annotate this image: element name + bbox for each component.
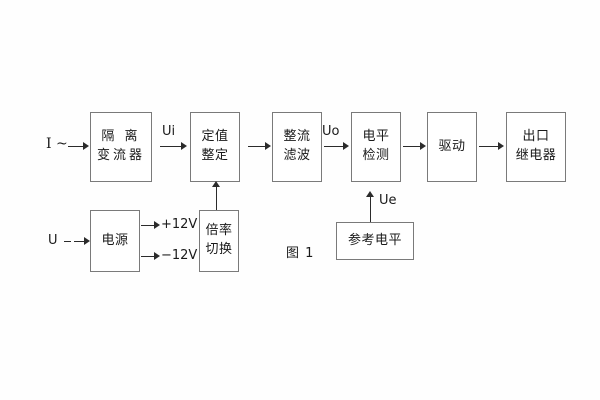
arrowhead-rail-neg12 bbox=[154, 252, 160, 260]
block-reference-level-line1: 参考电平 bbox=[347, 232, 402, 248]
input-label-current: I ~ bbox=[46, 136, 68, 152]
block-level-detect[interactable]: 电平 检测 bbox=[351, 112, 401, 182]
block-multiplier-line2: 切换 bbox=[205, 242, 233, 257]
block-power-supply[interactable]: 电源 bbox=[90, 210, 140, 272]
block-power-supply-line1: 电源 bbox=[101, 232, 129, 248]
block-isolation[interactable]: 隔 离 变流器 bbox=[90, 112, 152, 182]
block-setting[interactable]: 定值 整定 bbox=[190, 112, 240, 182]
connector-setting-to-rectifier bbox=[248, 146, 266, 147]
block-rectifier-line2: 滤波 bbox=[283, 148, 311, 163]
connector-voltage-input bbox=[74, 241, 85, 242]
signal-label-ue: Ue bbox=[379, 193, 397, 208]
arrowhead-driver-to-output-relay bbox=[498, 142, 504, 150]
block-setting-line1: 定值 bbox=[201, 129, 229, 145]
block-rectifier-line1: 整流 bbox=[283, 129, 311, 145]
block-level-detect-line2: 检测 bbox=[362, 148, 390, 163]
arrowhead-isolation-to-setting bbox=[181, 142, 187, 150]
arrowhead-reference-to-level-detect bbox=[366, 191, 374, 197]
signal-label-ui: Ui bbox=[162, 124, 176, 139]
block-isolation-line1: 隔 离 bbox=[101, 129, 141, 145]
connector-current-input bbox=[68, 146, 84, 147]
block-output-relay[interactable]: 出口 继电器 bbox=[506, 112, 566, 182]
connector-level-detect-to-driver bbox=[403, 146, 421, 147]
connector-multiplier-to-setting bbox=[216, 186, 217, 210]
connector-voltage-input-dash bbox=[64, 241, 71, 242]
arrowhead-setting-to-rectifier bbox=[265, 142, 271, 150]
block-rectifier[interactable]: 整流 滤波 bbox=[272, 112, 322, 182]
block-reference-level[interactable]: 参考电平 bbox=[336, 222, 414, 260]
figure-caption: 图 1 bbox=[286, 246, 315, 261]
input-label-voltage: U bbox=[48, 233, 58, 248]
block-driver-line1: 驱动 bbox=[438, 138, 466, 154]
connector-rail-pos12 bbox=[141, 225, 155, 226]
rail-label-pos12: +12V bbox=[161, 217, 198, 232]
connector-rail-neg12 bbox=[141, 256, 155, 257]
block-level-detect-line1: 电平 bbox=[362, 129, 390, 145]
connector-isolation-to-setting bbox=[160, 146, 182, 147]
connector-reference-to-level-detect bbox=[370, 196, 371, 222]
arrowhead-level-detect-to-driver bbox=[420, 142, 426, 150]
block-output-relay-line2: 继电器 bbox=[515, 148, 557, 163]
block-setting-line2: 整定 bbox=[201, 148, 229, 163]
arrowhead-rectifier-to-level-detect bbox=[343, 142, 349, 150]
block-multiplier[interactable]: 倍率 切换 bbox=[199, 210, 239, 272]
block-driver[interactable]: 驱动 bbox=[427, 112, 477, 182]
arrowhead-current-input bbox=[83, 142, 89, 150]
signal-label-uo: Uo bbox=[322, 124, 340, 139]
block-isolation-line2: 变流器 bbox=[96, 148, 145, 163]
arrowhead-voltage-input bbox=[84, 237, 90, 245]
block-output-relay-line1: 出口 bbox=[522, 129, 550, 145]
connector-driver-to-output-relay bbox=[479, 146, 499, 147]
connector-rectifier-to-level-detect bbox=[324, 146, 344, 147]
block-multiplier-line1: 倍率 bbox=[205, 223, 233, 239]
rail-label-neg12: −12V bbox=[161, 248, 198, 263]
arrowhead-rail-pos12 bbox=[154, 221, 160, 229]
arrowhead-multiplier-to-setting bbox=[212, 181, 220, 187]
